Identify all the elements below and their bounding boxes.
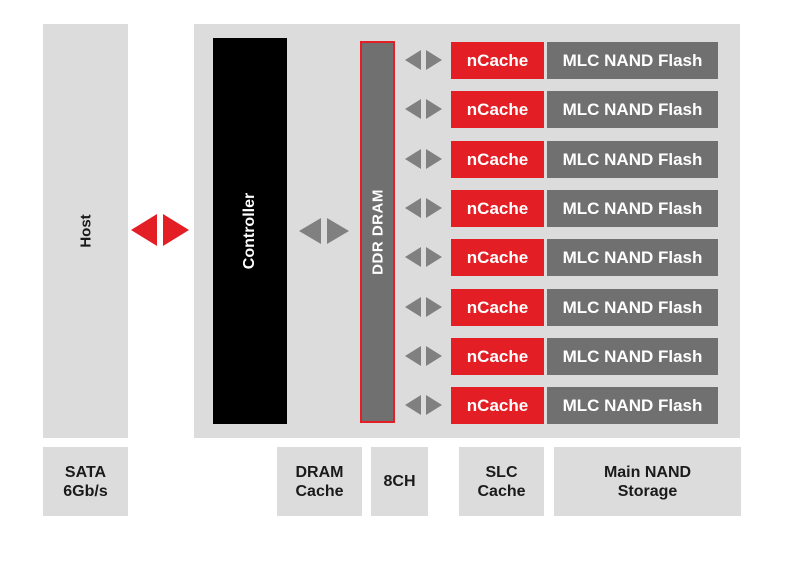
- interface-label: SATA 6Gb/s: [63, 463, 108, 500]
- ddr-dram-block: DDR DRAM: [360, 41, 395, 423]
- host-label: Host: [77, 214, 94, 248]
- channel-arrow-icon: [405, 395, 443, 415]
- ncache-block: nCache: [451, 190, 544, 227]
- dram-cache-label: DRAM Cache: [295, 463, 344, 500]
- mlc-nand-flash-block: MLC NAND Flash: [547, 289, 718, 326]
- channel-arrow-icon: [405, 149, 443, 169]
- channel-arrow-icon: [405, 346, 443, 366]
- channel-arrow-icon: [405, 297, 443, 317]
- host-panel: Host: [43, 24, 128, 438]
- controller-dram-arrow-icon: [299, 218, 349, 244]
- mlc-nand-flash-block: MLC NAND Flash: [547, 42, 718, 79]
- slc-cache-label-box: SLC Cache: [459, 447, 544, 516]
- ncache-block: nCache: [451, 387, 544, 424]
- slc-cache-label: SLC Cache: [477, 463, 526, 500]
- channel-arrow-icon: [405, 99, 443, 119]
- channel-arrow-icon: [405, 50, 443, 70]
- host-controller-arrow-icon: [131, 214, 189, 246]
- mlc-nand-flash-block: MLC NAND Flash: [547, 387, 718, 424]
- mlc-nand-flash-block: MLC NAND Flash: [547, 91, 718, 128]
- ncache-block: nCache: [451, 289, 544, 326]
- mlc-nand-flash-block: MLC NAND Flash: [547, 190, 718, 227]
- ncache-block: nCache: [451, 42, 544, 79]
- controller-block: Controller: [213, 38, 287, 424]
- ddr-dram-label: DDR DRAM: [369, 189, 386, 275]
- mlc-nand-flash-block: MLC NAND Flash: [547, 239, 718, 276]
- mlc-nand-flash-block: MLC NAND Flash: [547, 338, 718, 375]
- ncache-block: nCache: [451, 338, 544, 375]
- main-storage-label: Main NAND Storage: [603, 463, 692, 500]
- interface-label-box: SATA 6Gb/s: [43, 447, 128, 516]
- channel-arrow-icon: [405, 198, 443, 218]
- main-storage-label-box: Main NAND Storage: [554, 447, 741, 516]
- dram-cache-label-box: DRAM Cache: [277, 447, 362, 516]
- controller-label: Controller: [241, 192, 258, 270]
- channel-arrow-icon: [405, 247, 443, 267]
- ncache-block: nCache: [451, 91, 544, 128]
- channels-label-box: 8CH: [371, 447, 428, 516]
- ncache-block: nCache: [451, 239, 544, 276]
- mlc-nand-flash-block: MLC NAND Flash: [547, 141, 718, 178]
- ncache-block: nCache: [451, 141, 544, 178]
- channels-label: 8CH: [383, 473, 416, 490]
